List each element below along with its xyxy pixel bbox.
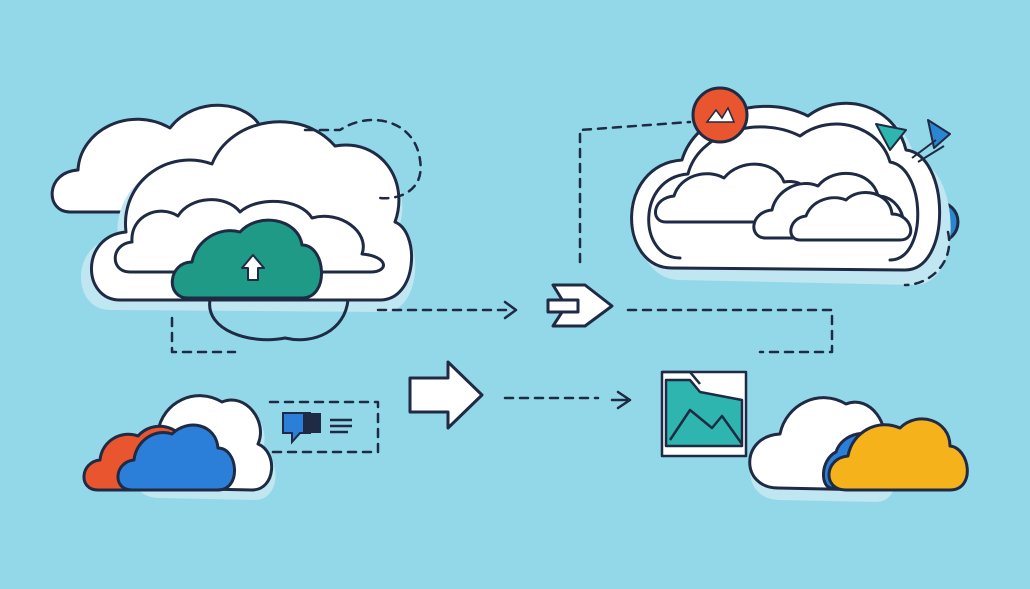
broken-link-badge-icon	[693, 88, 747, 142]
chart-document-icon	[662, 372, 746, 456]
